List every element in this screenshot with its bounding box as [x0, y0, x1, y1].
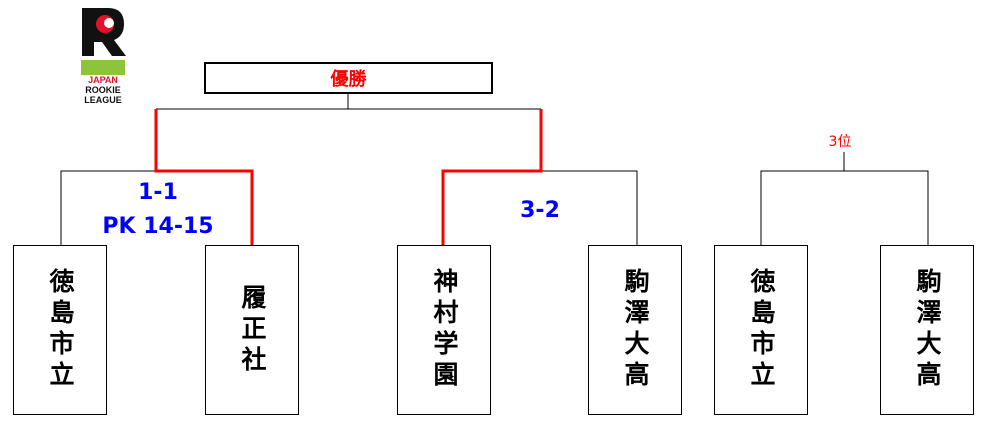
svg-text:ROOKIE: ROOKIE: [85, 85, 121, 95]
team-box: 徳島市立: [13, 245, 107, 415]
league-logo: JAPAN ROOKIE LEAGUE: [81, 8, 126, 105]
third-place-label: 3位: [828, 134, 852, 150]
team-box: 駒澤大高: [588, 245, 682, 415]
champion-label: 優勝: [330, 69, 367, 90]
third-bar: [760, 170, 929, 245]
team-name: 神村学園: [430, 268, 459, 392]
team-name: 駒澤大高: [913, 268, 942, 392]
team-box: 履正社: [205, 245, 299, 415]
svg-text:LEAGUE: LEAGUE: [84, 95, 122, 105]
match1-left-line: [60, 170, 156, 245]
champion-box: 優勝: [204, 62, 493, 94]
team-name: 徳島市立: [747, 268, 776, 392]
team-box: 神村学園: [397, 245, 491, 415]
winner-path-left: [154, 109, 254, 245]
match2-right-line: [541, 170, 638, 245]
team-name: 履正社: [238, 283, 267, 377]
match1-score: 1-1: [138, 180, 178, 205]
team-name: 駒澤大高: [621, 268, 650, 392]
match2-score: 3-2: [520, 198, 560, 223]
match1-pk: PK 14-15: [102, 214, 214, 239]
winner-path-right: [441, 109, 543, 245]
team-box: 駒澤大高: [880, 245, 974, 415]
team-box: 徳島市立: [714, 245, 808, 415]
svg-text:JAPAN: JAPAN: [88, 75, 118, 85]
team-name: 徳島市立: [46, 268, 75, 392]
